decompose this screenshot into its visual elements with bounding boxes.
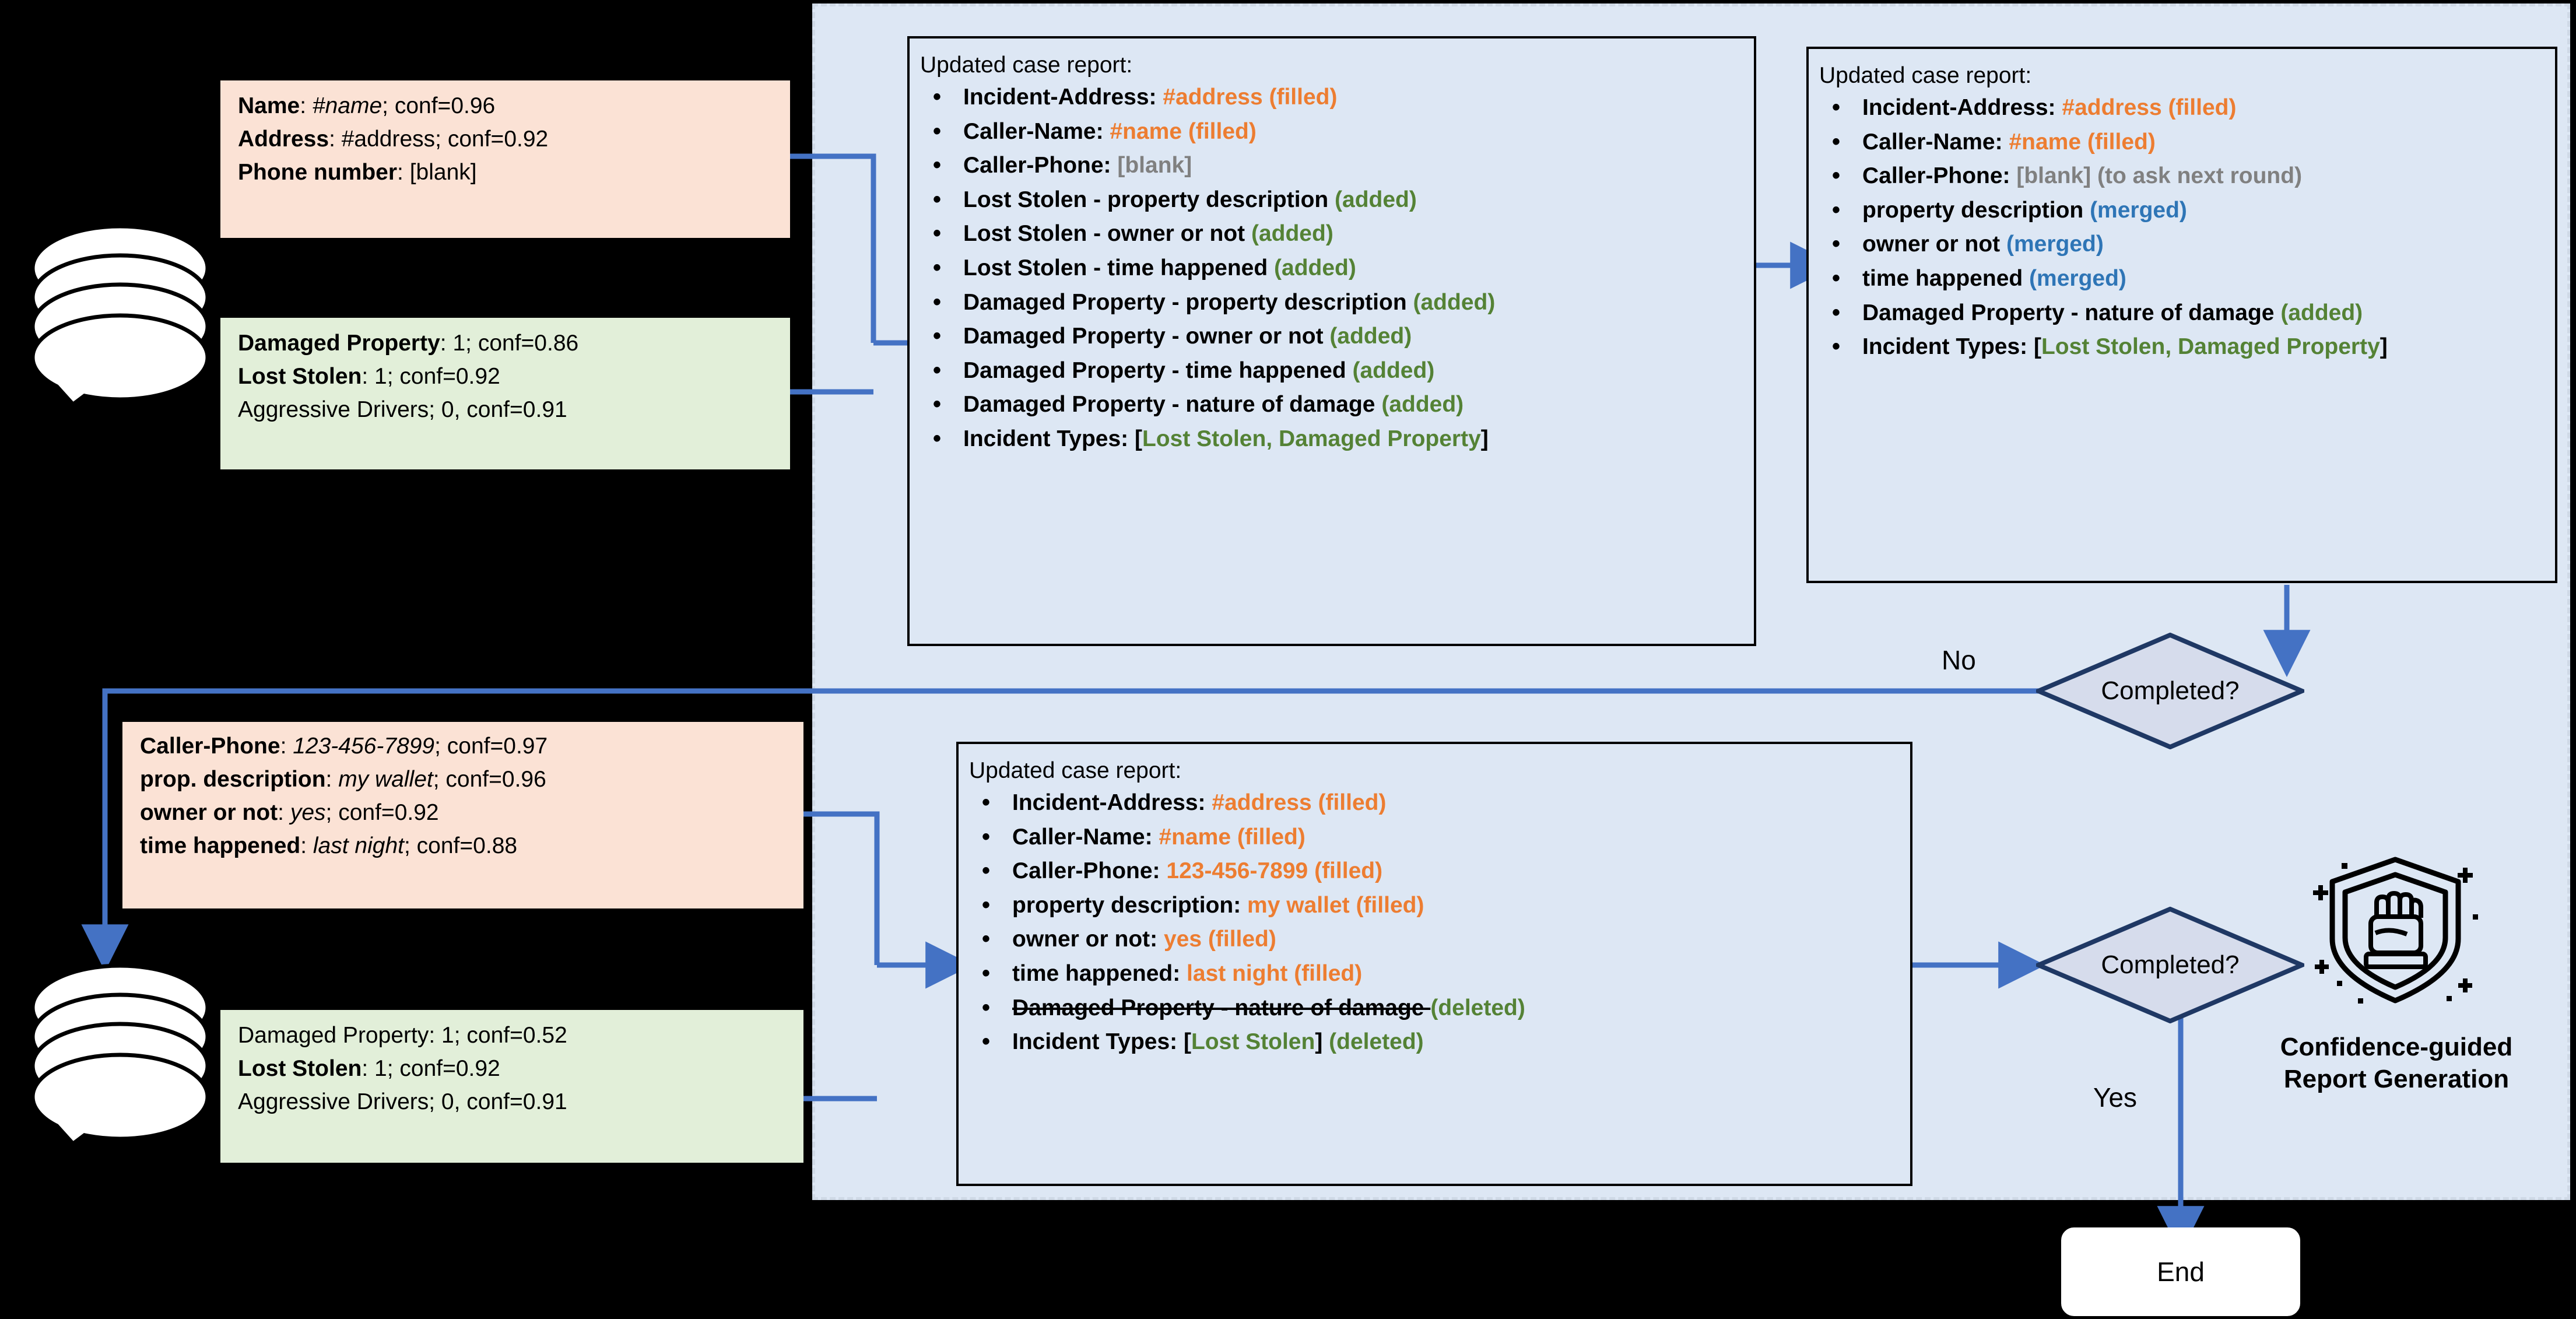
round2-entities-box: Caller-Phone: 123-456-7899; conf=0.97 pr… [122, 722, 803, 908]
report-item-list: Incident-Address: #address (filled) Call… [920, 80, 1748, 455]
report-item: Caller-Phone: 123-456-7899 (filled) [969, 854, 1904, 887]
round1-updated-case-report-a: Updated case report: Incident-Address: #… [907, 36, 1756, 646]
report-item: time happened (merged) [1819, 262, 2549, 295]
report-item: owner or not: yes (filled) [969, 922, 1904, 956]
decision-label: Completed? [2101, 676, 2240, 705]
report-item-list: Incident-Address: #address (filled) Call… [969, 786, 1904, 1058]
report-item: property description (merged) [1819, 194, 2549, 227]
end-label: End [2157, 1257, 2205, 1287]
report-item: property description: my wallet (filled) [969, 889, 1904, 922]
conversation-bubbles-round1 [22, 216, 215, 402]
round1-updated-case-report-b: Updated case report: Incident-Address: #… [1806, 47, 2557, 583]
incident-line: Aggressive Drivers; 0, conf=0.91 [238, 397, 567, 422]
report-item: owner or not (merged) [1819, 227, 2549, 261]
report-item: Caller-Phone: [blank] (to ask next round… [1819, 159, 2549, 192]
stage-caption-line1: Confidence-guided [2280, 1033, 2513, 1061]
report-title: Updated case report: [920, 52, 1133, 78]
incident-line: Damaged Property: 1; conf=0.52 [238, 1023, 567, 1048]
report-item: Incident Types: [Lost Stolen] (deleted) [969, 1025, 1904, 1058]
report-item: Incident Types: [Lost Stolen, Damaged Pr… [1819, 330, 2549, 363]
report-item: Damaged Property - nature of damage (add… [920, 388, 1748, 421]
report-title: Updated case report: [969, 758, 1182, 783]
report-item: Lost Stolen - property description (adde… [920, 183, 1748, 216]
conversation-bubbles-round2 [22, 955, 215, 1142]
end-node[interactable]: End [2061, 1227, 2300, 1316]
report-item: Damaged Property - nature of damage (del… [969, 991, 1904, 1025]
report-item: Damaged Property - time happened (added) [920, 354, 1748, 387]
entity-line: Name: #name; conf=0.96 [238, 93, 496, 118]
incident-line: Lost Stolen: 1; conf=0.92 [238, 1055, 500, 1081]
report-item: Lost Stolen - owner or not (added) [920, 217, 1748, 250]
report-item: Lost Stolen - time happened (added) [920, 251, 1748, 285]
report-item: Caller-Name: #name (filled) [1819, 125, 2549, 159]
report-item: Caller-Name: #name (filled) [920, 115, 1748, 148]
entity-line: Address: #address; conf=0.92 [238, 126, 549, 152]
incident-line: Aggressive Drivers; 0, conf=0.91 [238, 1089, 567, 1114]
round1-incident-types-box: Damaged Property: 1; conf=0.86 Lost Stol… [220, 318, 790, 469]
report-item: Caller-Phone: [blank] [920, 149, 1748, 182]
report-item: Damaged Property - owner or not (added) [920, 320, 1748, 353]
decision-label: Completed? [2101, 950, 2240, 979]
stage-caption: Confidence-guided Report Generation [2227, 1031, 2566, 1095]
stage-caption-line2: Report Generation [2283, 1065, 2510, 1093]
report-item: Damaged Property - property description … [920, 286, 1748, 319]
report-item: Incident Types: [Lost Stolen, Damaged Pr… [920, 422, 1748, 455]
report-item: Caller-Name: #name (filled) [969, 820, 1904, 854]
shield-fist-icon [2308, 846, 2483, 1015]
entity-line: Phone number: [blank] [238, 159, 477, 185]
round2-completed-decision[interactable]: Completed? [2036, 907, 2304, 1023]
round2-updated-case-report-c: Updated case report: Incident-Address: #… [956, 742, 1912, 1186]
report-item: Incident-Address: #address (filled) [1819, 91, 2549, 124]
incident-line: Damaged Property: 1; conf=0.86 [238, 331, 579, 356]
round1-entities-box: Name: #name; conf=0.96 Address: #address… [220, 80, 790, 238]
report-item: Damaged Property - nature of damage (add… [1819, 296, 2549, 329]
report-item: Incident-Address: #address (filled) [969, 786, 1904, 819]
report-item: time happened: last night (filled) [969, 957, 1904, 990]
yes-branch-label: Yes [2093, 1082, 2138, 1113]
report-item-list: Incident-Address: #address (filled) Call… [1819, 91, 2549, 363]
report-title: Updated case report: [1819, 63, 2032, 88]
incident-line: Lost Stolen: 1; conf=0.92 [238, 363, 500, 389]
entity-line: time happened: last night; conf=0.88 [140, 833, 518, 858]
entity-line: prop. description: my wallet; conf=0.96 [140, 766, 546, 792]
report-item: Incident-Address: #address (filled) [920, 80, 1748, 114]
no-branch-label: No [1942, 645, 1976, 675]
entity-line: owner or not: yes; conf=0.92 [140, 799, 439, 825]
entity-line: Caller-Phone: 123-456-7899; conf=0.97 [140, 734, 548, 759]
round1-completed-decision[interactable]: Completed? [2036, 633, 2304, 749]
round2-incident-types-box: Damaged Property: 1; conf=0.52 Lost Stol… [220, 1010, 803, 1163]
